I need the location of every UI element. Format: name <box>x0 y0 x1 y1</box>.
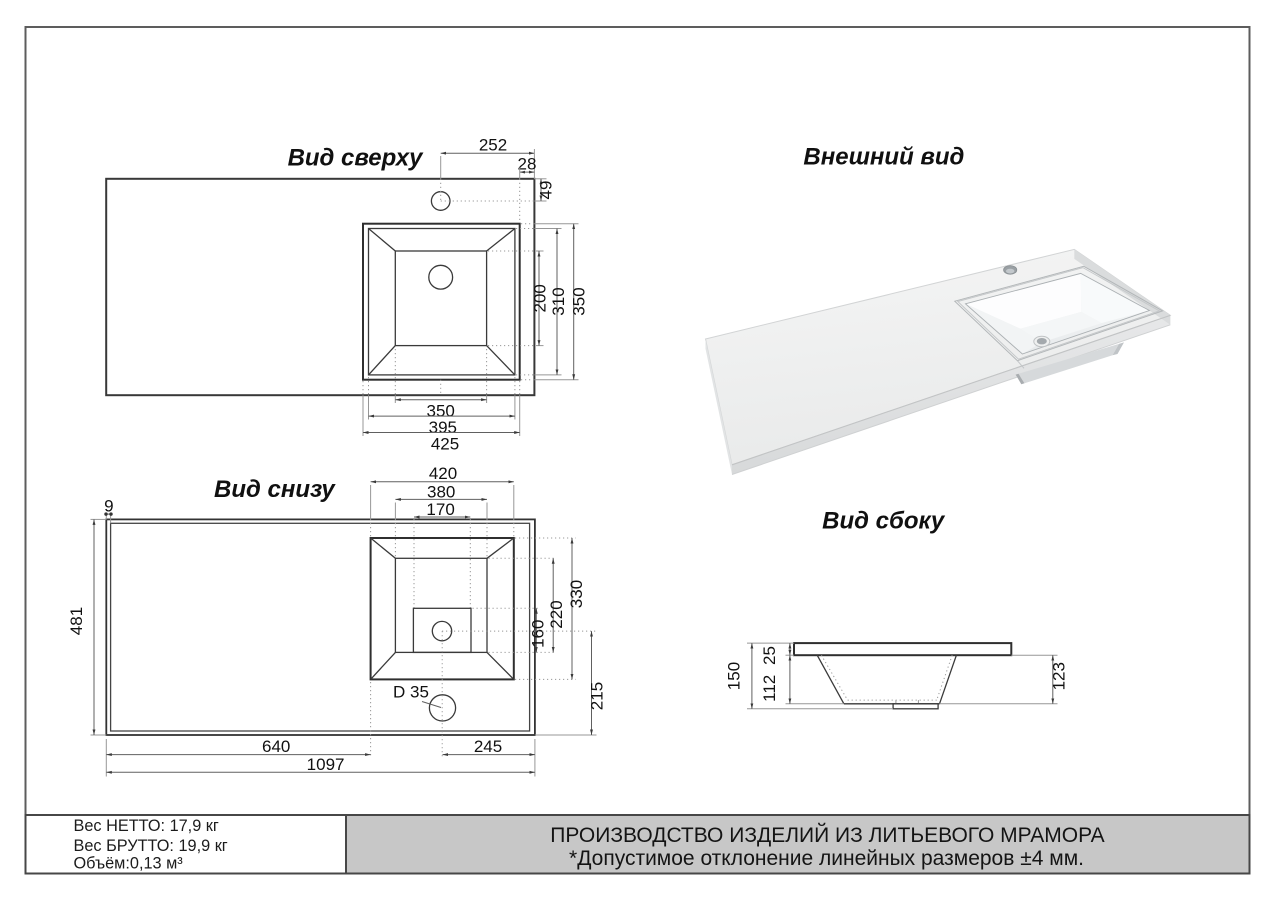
svg-text:123: 123 <box>1050 662 1069 690</box>
svg-text:330: 330 <box>567 580 586 608</box>
svg-text:481: 481 <box>67 607 86 635</box>
svg-text:Вес НЕТТО: 17,9 кг: Вес НЕТТО: 17,9 кг <box>74 817 219 835</box>
svg-text:170: 170 <box>426 500 454 519</box>
svg-text:160: 160 <box>529 620 548 648</box>
svg-text:28: 28 <box>518 155 537 174</box>
svg-text:252: 252 <box>479 136 507 155</box>
svg-text:425: 425 <box>431 435 459 454</box>
svg-text:9: 9 <box>104 497 113 516</box>
svg-text:Внешний вид: Внешний вид <box>803 143 964 170</box>
svg-text:D 35: D 35 <box>393 683 429 702</box>
svg-text:310: 310 <box>549 287 568 315</box>
svg-text:350: 350 <box>570 287 589 315</box>
svg-text:*Допустимое отклонение линейны: *Допустимое отклонение линейных размеров… <box>569 847 1084 870</box>
svg-text:Вид сверху: Вид сверху <box>288 145 425 172</box>
svg-text:Вес БРУТТО: 19,9 кг: Вес БРУТТО: 19,9 кг <box>74 837 228 855</box>
svg-text:640: 640 <box>262 737 290 756</box>
svg-text:380: 380 <box>427 482 455 501</box>
svg-text:Вид снизу: Вид снизу <box>214 476 336 503</box>
svg-text:220: 220 <box>547 600 566 628</box>
svg-text:49: 49 <box>537 181 556 200</box>
svg-text:420: 420 <box>429 464 457 483</box>
svg-text:ПРОИЗВОДСТВО ИЗДЕЛИЙ ИЗ ЛИТЬЕВ: ПРОИЗВОДСТВО ИЗДЕЛИЙ ИЗ ЛИТЬЕВОГО МРАМОР… <box>550 823 1104 847</box>
svg-text:245: 245 <box>474 737 502 756</box>
svg-text:Объём:0,13 м³: Объём:0,13 м³ <box>74 855 184 873</box>
svg-text:150: 150 <box>725 662 744 690</box>
svg-text:200: 200 <box>531 284 550 312</box>
svg-text:1097: 1097 <box>307 755 345 774</box>
svg-text:25: 25 <box>760 646 779 665</box>
svg-text:215: 215 <box>588 682 607 710</box>
svg-text:112: 112 <box>760 675 779 702</box>
svg-text:Вид сбоку: Вид сбоку <box>822 508 946 535</box>
